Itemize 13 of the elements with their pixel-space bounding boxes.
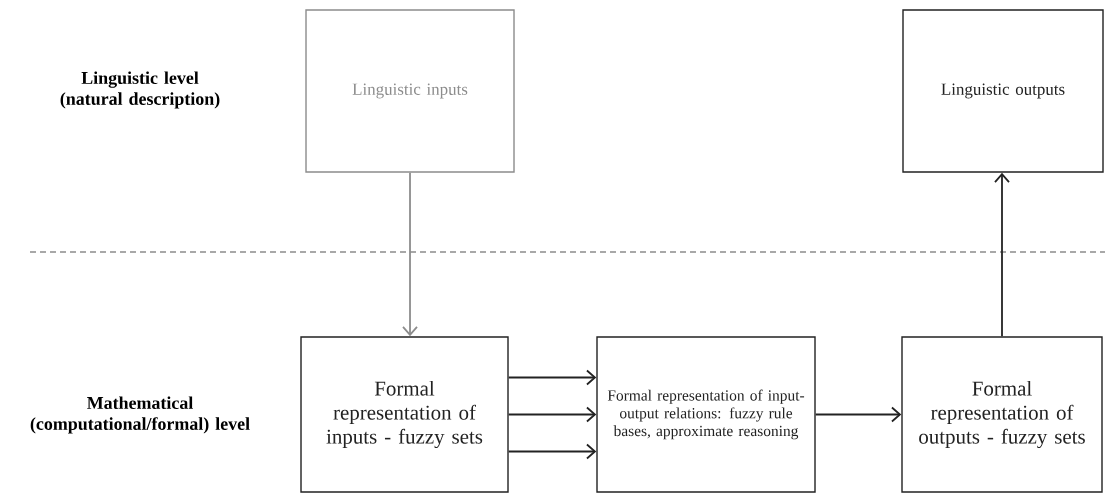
level-label: Linguistic level (natural description) [60,71,220,109]
arrow [507,443,597,460]
arrow [402,171,418,337]
process-box: Linguistic outputs [902,9,1104,173]
process-box: Formal representation of input-output relations: fuzzy rule bases, approximate reasoning [596,336,816,493]
arrow [814,406,902,423]
process-box: Formal representation of outputs - fuzzy sets [901,336,1103,493]
process-box: Linguistic inputs [305,9,515,173]
arrow [994,172,1010,338]
arrow [507,406,597,423]
arrow [507,369,597,386]
process-box: Formal representation of inputs - fuzzy sets [300,336,509,493]
level-label: Mathematical (computational/formal) level [30,396,250,434]
